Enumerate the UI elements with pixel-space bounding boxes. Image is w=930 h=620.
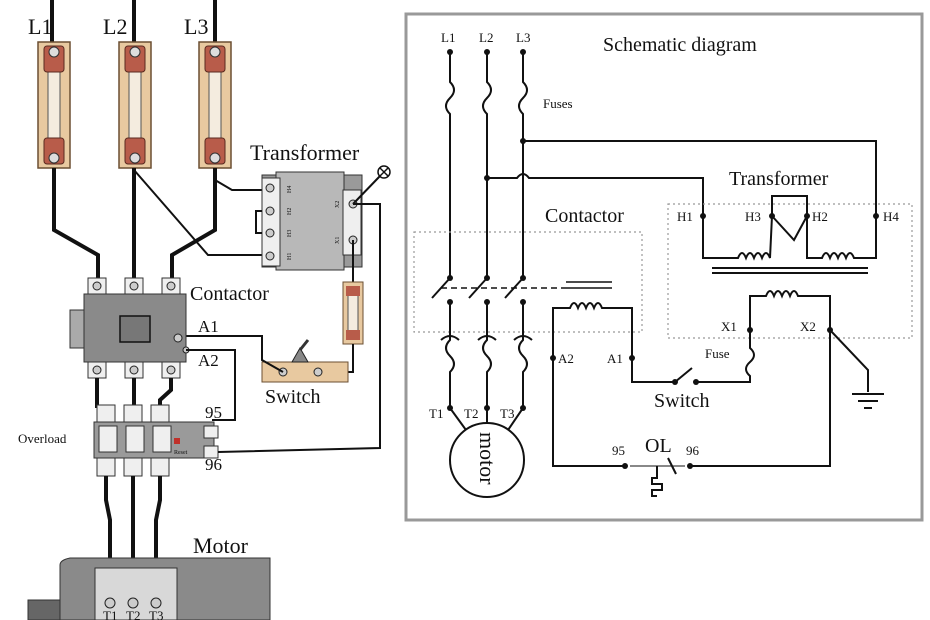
schematic-line-l1: L1 <box>441 30 455 45</box>
overload-device <box>93 404 219 477</box>
schematic-ground-wire <box>829 329 869 392</box>
fuse-holder-l1 <box>37 41 71 169</box>
schematic-terminal-h2: H2 <box>812 209 828 224</box>
schematic-secondary-winding <box>749 290 831 330</box>
schematic-contactor-label: Contactor <box>545 205 624 227</box>
fuse-holder-l3 <box>198 41 232 169</box>
schematic-line-l2: L2 <box>479 30 493 45</box>
motor-terminal-t3: T3 <box>149 608 163 620</box>
contactor-label: Contactor <box>190 283 269 305</box>
overload-terminal-95: 95 <box>205 403 222 422</box>
schematic-terminal-x2: X2 <box>800 319 816 334</box>
schematic-motor-label: motor <box>475 432 500 485</box>
schematic-line-l3: L3 <box>516 30 530 45</box>
wire-fuse3-contactor <box>170 168 217 280</box>
schematic-ol-96: 96 <box>686 443 700 458</box>
schematic-terminal-t3: T3 <box>500 406 514 421</box>
ground-terminal-icon <box>377 165 391 179</box>
schematic-switch-blade <box>674 367 693 383</box>
overload-reset-label: Reset <box>174 450 188 456</box>
schematic-contactor-box <box>413 231 643 333</box>
wire-a1-switch <box>186 335 284 373</box>
schematic-fuse-label: Fuse <box>705 346 730 361</box>
line-label-l1: L1 <box>28 14 52 39</box>
schematic-fuse-l1 <box>445 52 455 278</box>
schematic-wire-96-x2 <box>690 330 831 467</box>
wire-l2-h1 <box>133 169 265 256</box>
coil-terminal-a2: A2 <box>198 351 219 370</box>
wiring-illustration: L1 L2 L3 <box>18 0 391 620</box>
wire-contactor-ol-3 <box>158 378 173 408</box>
wire-a2-95 <box>186 349 236 421</box>
schematic-terminal-h3: H3 <box>745 209 761 224</box>
transformer-terminal-x1: X1 <box>335 237 341 244</box>
motor-device <box>27 557 271 620</box>
control-fuse <box>342 281 364 345</box>
line-label-l2: L2 <box>103 14 127 39</box>
schematic-coil-a1: A1 <box>607 351 623 366</box>
transformer-label: Transformer <box>250 140 360 165</box>
schematic-primary-winding-2 <box>806 216 877 261</box>
fuse-holder-l2 <box>118 41 152 169</box>
wire-96-x2 <box>217 203 381 453</box>
schematic-ol-label: OL <box>645 435 672 457</box>
schematic-motor-icon <box>449 422 525 498</box>
schematic-primary-winding-1 <box>702 215 773 261</box>
schematic-ol-heater-1 <box>445 302 455 408</box>
transformer-terminal-h2: H2 <box>287 208 293 215</box>
transformer-terminal-x2: X2 <box>335 201 341 208</box>
schematic-ol-heater-2 <box>482 302 492 408</box>
overload-terminal-96: 96 <box>205 455 222 474</box>
motor-label: Motor <box>193 533 249 558</box>
schematic-terminal-x1: X1 <box>721 319 737 334</box>
wire-fuse1-contactor <box>52 168 100 280</box>
schematic-control-fuse <box>696 330 755 383</box>
schematic-coil-a2: A2 <box>558 351 574 366</box>
wire-x2-ground <box>352 175 381 205</box>
schematic-terminal-h1: H1 <box>677 209 693 224</box>
schematic-coil <box>552 302 633 358</box>
schematic-wire-l2-h1 <box>487 173 704 216</box>
line-label-l3: L3 <box>184 14 208 39</box>
schematic-wire-a2-95 <box>552 358 625 467</box>
schematic-fuse-l2 <box>482 52 492 278</box>
overload-label: Overload <box>18 431 67 446</box>
schematic-ol-95: 95 <box>612 443 625 458</box>
control-switch[interactable] <box>261 339 349 383</box>
schematic-fuses-label: Fuses <box>543 96 573 111</box>
schematic-terminal-h4: H4 <box>883 209 899 224</box>
schematic-terminal-t1: T1 <box>429 406 443 421</box>
schematic-fuse-l3 <box>518 52 528 278</box>
contactor-device <box>69 277 190 379</box>
coil-terminal-a1: A1 <box>198 317 219 336</box>
schematic-transformer-label: Transformer <box>729 168 829 190</box>
motor-terminal-t2: T2 <box>126 608 140 620</box>
schematic-transformer-box <box>667 203 913 339</box>
schematic-ol-heater-3 <box>518 302 528 408</box>
transformer-terminal-h1: H1 <box>287 253 293 260</box>
schematic-ol-thermal-icon <box>651 466 663 497</box>
transformer-terminal-h3: H3 <box>287 230 293 237</box>
schematic-title: Schematic diagram <box>603 34 757 56</box>
schematic-ground-icon <box>852 393 884 409</box>
wire-l3-h4 <box>214 179 265 191</box>
schematic-wire-l3-h4 <box>523 140 877 216</box>
schematic-switch-label: Switch <box>654 390 710 412</box>
schematic-panel: Schematic diagram L1 L2 L3 Fuses Transfo… <box>404 12 924 522</box>
schematic-terminal-t2: T2 <box>464 406 478 421</box>
motor-terminal-t1: T1 <box>103 608 117 620</box>
transformer-device: H4 H2 H3 H1 X2 X1 <box>255 171 363 271</box>
switch-label: Switch <box>265 386 321 408</box>
transformer-terminal-h4: H4 <box>287 186 293 193</box>
